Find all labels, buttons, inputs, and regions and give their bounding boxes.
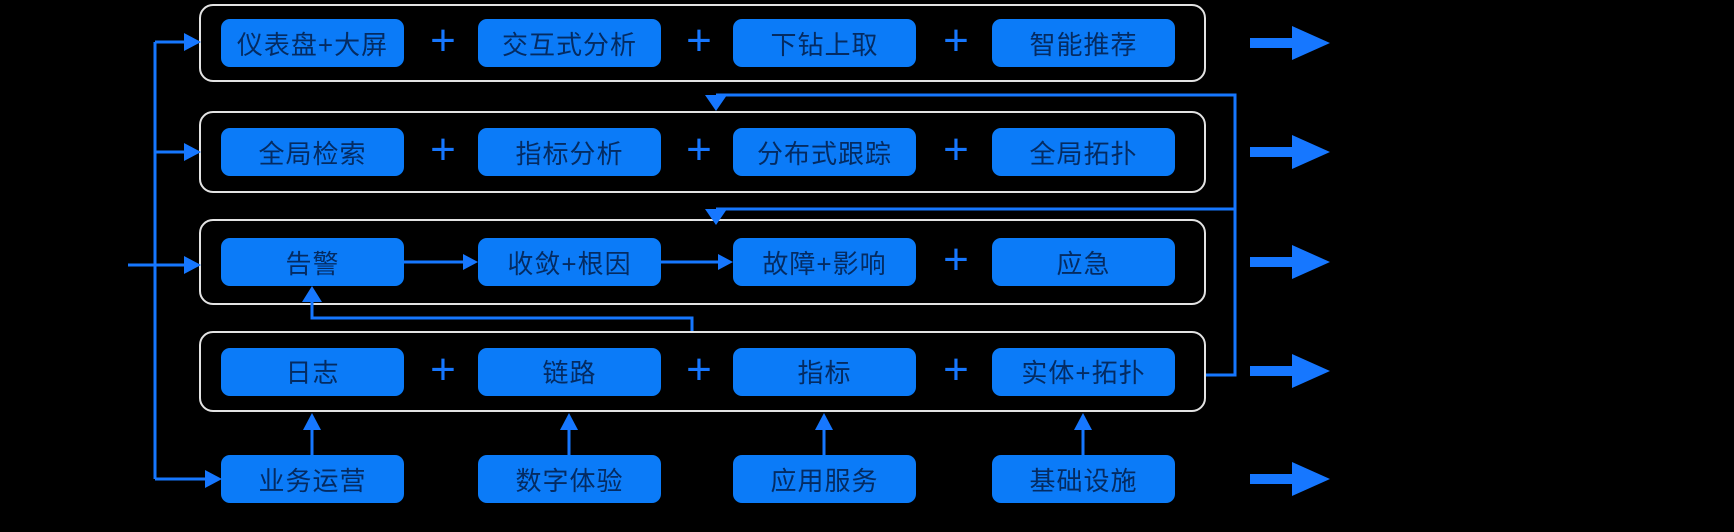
plus-separator: + bbox=[943, 16, 969, 66]
plus-separator: + bbox=[430, 344, 456, 394]
flow-node: 应急 bbox=[992, 238, 1175, 286]
layer-container-2: 全局检索 + 指标分析 + 分布式跟踪 + 全局拓扑 bbox=[199, 111, 1206, 193]
flow-node: 分布式跟踪 bbox=[733, 128, 916, 176]
layer-container-4: 日志 + 链路 + 指标 + 实体+拓扑 bbox=[199, 331, 1206, 412]
up-arrow-icon bbox=[303, 413, 321, 430]
output-arrow-icon bbox=[1292, 26, 1330, 60]
flow-node: 故障+影响 bbox=[733, 238, 916, 286]
up-arrow-icon bbox=[1074, 413, 1092, 430]
output-arrow-icon bbox=[1292, 462, 1330, 496]
plus-separator: + bbox=[430, 125, 456, 175]
source-node: 业务运营 bbox=[221, 455, 404, 503]
flow-node: 告警 bbox=[221, 238, 404, 286]
source-node: 应用服务 bbox=[733, 455, 916, 503]
flow-node: 仪表盘+大屏 bbox=[221, 19, 404, 67]
layer-container-1: 仪表盘+大屏 + 交互式分析 + 下钻上取 + 智能推荐 bbox=[199, 4, 1206, 82]
flow-node: 全局检索 bbox=[221, 128, 404, 176]
flow-node: 下钻上取 bbox=[733, 19, 916, 67]
output-arrow-icon bbox=[1292, 245, 1330, 279]
plus-separator: + bbox=[943, 344, 969, 394]
plus-separator: + bbox=[686, 16, 712, 66]
plus-separator: + bbox=[943, 125, 969, 175]
flow-node: 日志 bbox=[221, 347, 404, 396]
up-arrow-icon bbox=[560, 413, 578, 430]
plus-separator: + bbox=[943, 235, 969, 285]
up-arrow-icon bbox=[815, 413, 833, 430]
flow-node: 智能推荐 bbox=[992, 19, 1175, 67]
flow-node: 收敛+根因 bbox=[478, 238, 661, 286]
flow-node: 交互式分析 bbox=[478, 19, 661, 67]
flow-node: 指标 bbox=[733, 347, 916, 396]
output-arrow-icon bbox=[1292, 354, 1330, 388]
output-arrow-icon bbox=[1292, 135, 1330, 169]
flow-node: 实体+拓扑 bbox=[992, 347, 1175, 396]
plus-separator: + bbox=[430, 16, 456, 66]
down-arrow-icon bbox=[705, 95, 727, 111]
flow-node: 指标分析 bbox=[478, 128, 661, 176]
source-node: 基础设施 bbox=[992, 455, 1175, 503]
flow-node: 全局拓扑 bbox=[992, 128, 1175, 176]
right-arrow-icon bbox=[205, 470, 222, 488]
plus-separator: + bbox=[686, 125, 712, 175]
layer-container-3: 告警 收敛+根因 故障+影响 + 应急 bbox=[199, 219, 1206, 305]
flow-node: 链路 bbox=[478, 347, 661, 396]
source-node: 数字体验 bbox=[478, 455, 661, 503]
plus-separator: + bbox=[686, 344, 712, 394]
